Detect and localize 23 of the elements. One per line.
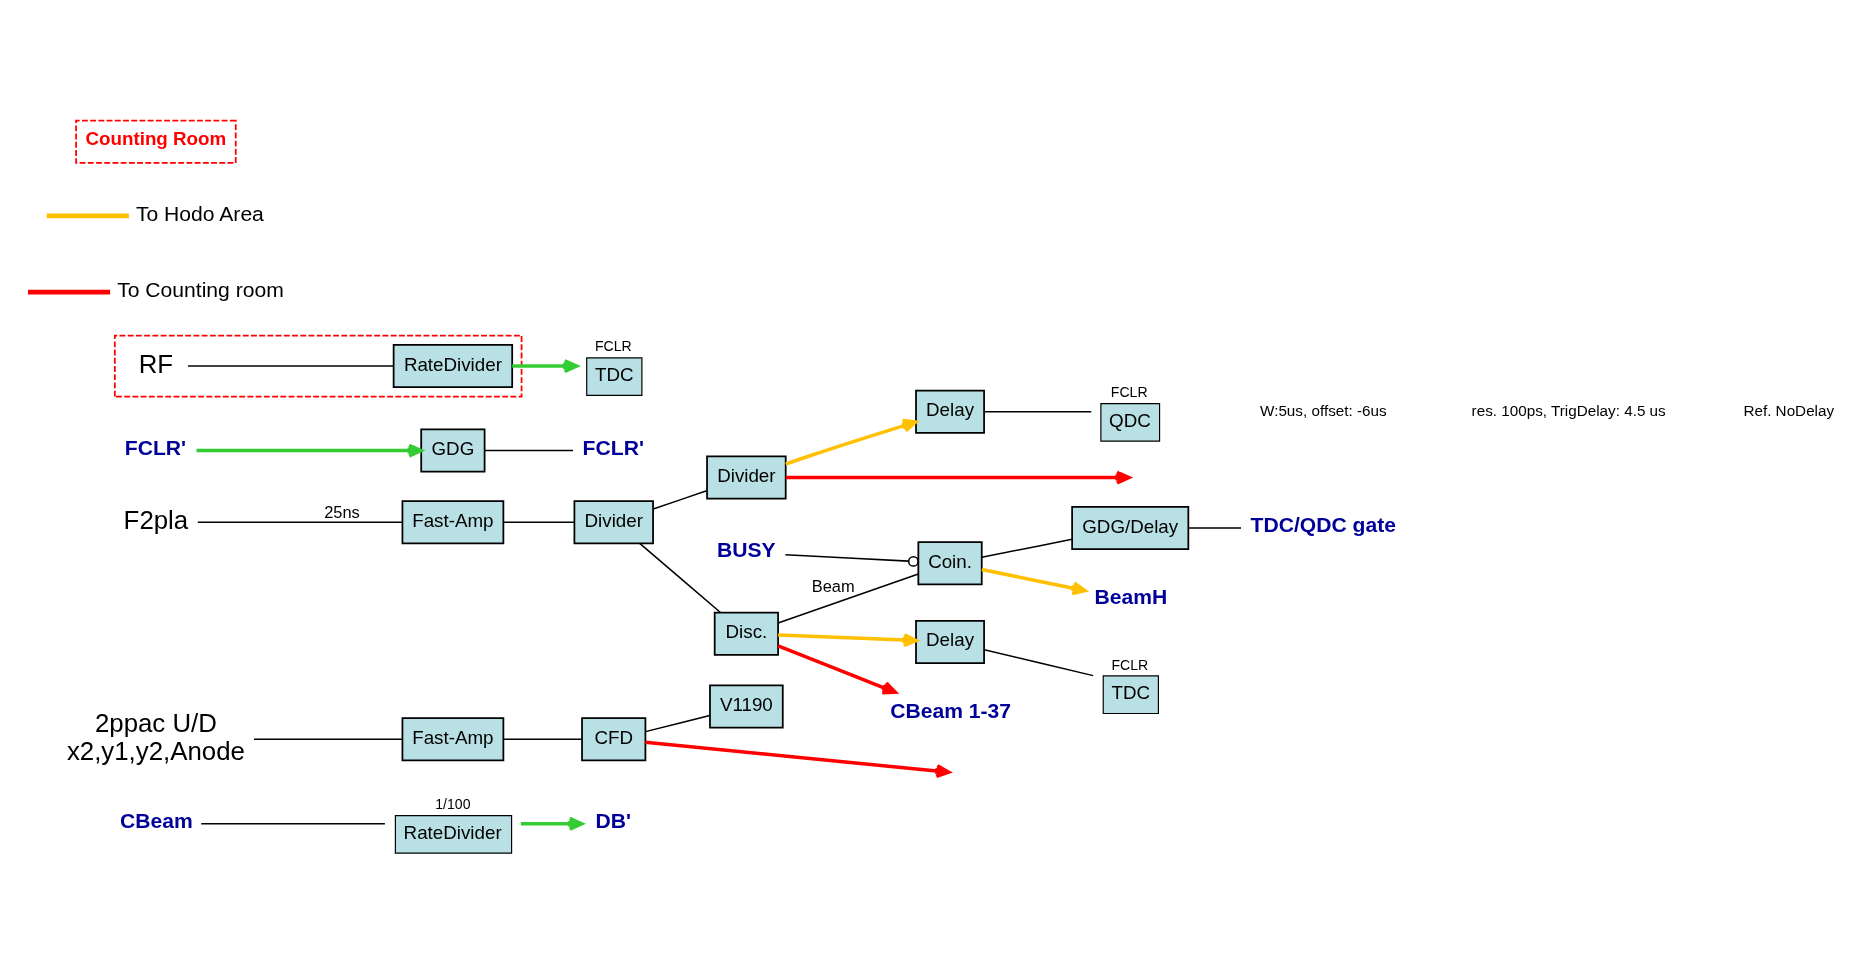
node-text: FCLR': [582, 435, 644, 459]
node-text: RF: [138, 349, 174, 378]
node-text: CBeam 1-37: [890, 698, 1012, 721]
label: res. 100ps, TrigDelay: 4.5 us: [1471, 401, 1666, 419]
node-text: DB': [595, 808, 632, 832]
legend-label: To Counting room: [117, 277, 284, 301]
legend-label: To Hodo Area: [135, 201, 264, 225]
node-text: 2ppac U/D x2,y1,y2,Anode: [66, 708, 245, 765]
node-text: BeamH: [1094, 584, 1168, 608]
node-text: FCLR': [124, 435, 187, 459]
edge-label: Beam: [811, 576, 855, 595]
node-text: BUSY: [717, 537, 776, 561]
edge-label: 25ns: [324, 502, 360, 521]
node-label: FCLR: [1111, 656, 1149, 673]
node-label: FCLR: [594, 337, 632, 354]
node-text: F2pla: [123, 505, 189, 534]
legend-label: Counting Room: [85, 127, 227, 149]
node-text: TDC/QDC gate: [1250, 512, 1396, 536]
label: W:5us, offset: -6us: [1260, 401, 1387, 419]
node-text: CBeam: [120, 808, 193, 832]
node-label: 1/100: [435, 795, 471, 812]
node-label: FCLR: [1110, 383, 1148, 400]
label: Ref. NoDelay: [1743, 401, 1835, 419]
